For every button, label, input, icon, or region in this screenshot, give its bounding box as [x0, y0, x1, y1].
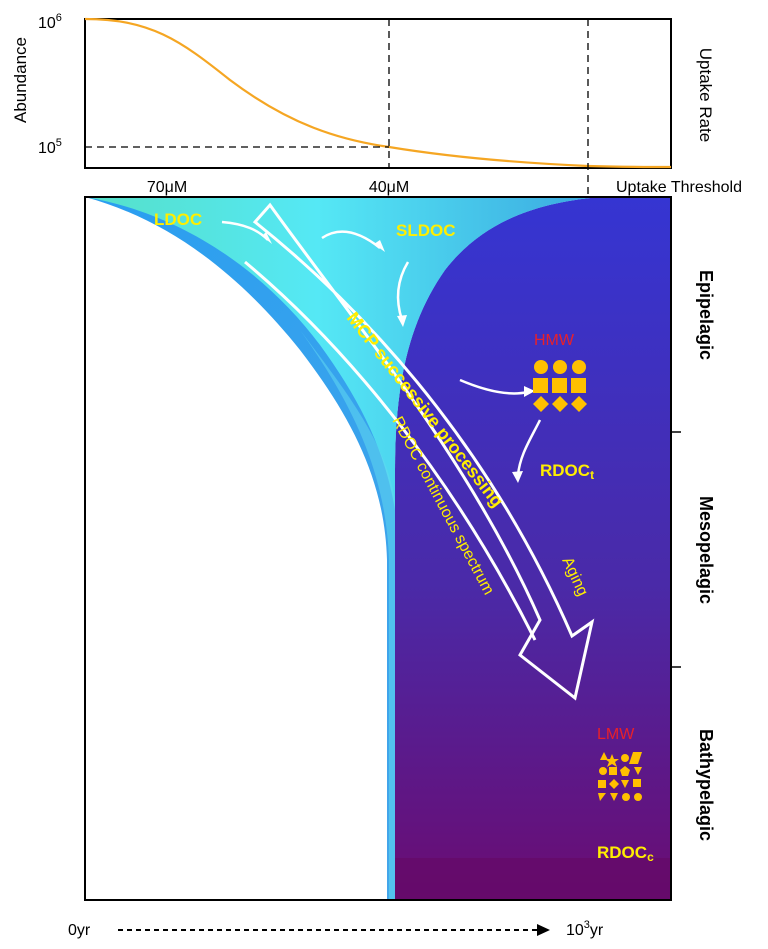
arrowheads: [262, 232, 535, 483]
hmw-shapes: [533, 360, 587, 412]
lmw-shape-6: [609, 767, 617, 775]
hmw-square-1: [533, 378, 548, 393]
rdoc-spectrum-line: [244, 260, 537, 641]
lmw-label: LMW: [597, 726, 635, 743]
lmw-shape-10: [609, 779, 619, 789]
main-panel-frame: [84, 196, 672, 901]
hmw-square-2: [552, 378, 567, 393]
arrowhead-ldoc: [262, 232, 272, 244]
arrowhead-hmw: [524, 386, 535, 397]
rdoc-region: [395, 197, 671, 900]
rdocc-label: RDOCc: [597, 843, 654, 864]
time-end-label: 103yr: [566, 919, 604, 939]
arrowhead-sldoc: [374, 240, 385, 252]
lmw-shape-7: [620, 766, 630, 776]
hmw-diamond-1: [533, 396, 549, 412]
zone-mesopelagic: Mesopelagic: [696, 496, 716, 604]
hmw-square-3: [571, 378, 586, 393]
arrow-sldoc-down: [396, 261, 410, 321]
lmw-shape-5: [599, 767, 607, 775]
time-axis: 0yr 103yr: [68, 919, 604, 939]
zone-bathypelagic: Bathypelagic: [696, 729, 716, 841]
time-start-label: 0yr: [68, 922, 91, 939]
lmw-shape-11: [621, 780, 629, 788]
lmw-shape-15: [622, 793, 630, 801]
lmw-shapes: [598, 752, 642, 801]
label-70um: 70μM: [147, 179, 187, 196]
top-panel: 106 105 Abundance Uptake Rate 70μM 40μM …: [11, 12, 742, 900]
uptake-threshold-label: Uptake Threshold: [616, 179, 742, 196]
lmw-shape-4: [629, 752, 642, 764]
deep-band: [395, 858, 671, 900]
lmw-shape-8: [634, 767, 642, 775]
arrow-to-hmw: [459, 378, 529, 395]
lmw-shape-13: [598, 793, 606, 801]
arrowhead-rdoct: [512, 471, 523, 483]
rdoct-label: RDOCt: [540, 461, 594, 482]
hmw-circle-2: [553, 360, 567, 374]
lmw-star-1: [605, 754, 619, 767]
lmw-shape-1: [600, 752, 608, 760]
lmw-shape-3: [621, 754, 629, 762]
arrow-hmw-down: [516, 419, 542, 476]
zone-epipelagic: Epipelagic: [696, 270, 716, 360]
hmw-diamond-3: [571, 396, 587, 412]
hmw-label: HMW: [534, 332, 575, 349]
lmw-shape-12: [633, 779, 641, 787]
hmw-circle-3: [572, 360, 586, 374]
arrowhead-sldoc-down: [397, 315, 407, 327]
main-panel: Epipelagic Mesopelagic Bathypelagic MCP …: [84, 196, 716, 901]
hmw-circle-1: [534, 360, 548, 374]
label-40um: 40μM: [369, 179, 409, 196]
aging-arrow: [244, 202, 595, 701]
abundance-axis-label: Abundance: [11, 37, 30, 123]
uptake-rate-axis-label: Uptake Rate: [696, 48, 715, 143]
ldoc-label: LDOC: [154, 210, 202, 229]
sldoc-region: [85, 197, 600, 510]
tick-1e5: 105: [38, 137, 62, 157]
lmw-shape-14: [610, 793, 618, 801]
hmw-diamond-2: [552, 396, 568, 412]
top-panel-frame: [84, 18, 672, 169]
tick-1e6: 106: [38, 12, 62, 32]
aging-arrow-outline: [252, 202, 595, 701]
sldoc-label: SLDOC: [396, 221, 456, 240]
lmw-shape-16: [634, 793, 642, 801]
time-axis-arrowhead: [537, 924, 550, 936]
lmw-shape-9: [598, 780, 606, 788]
